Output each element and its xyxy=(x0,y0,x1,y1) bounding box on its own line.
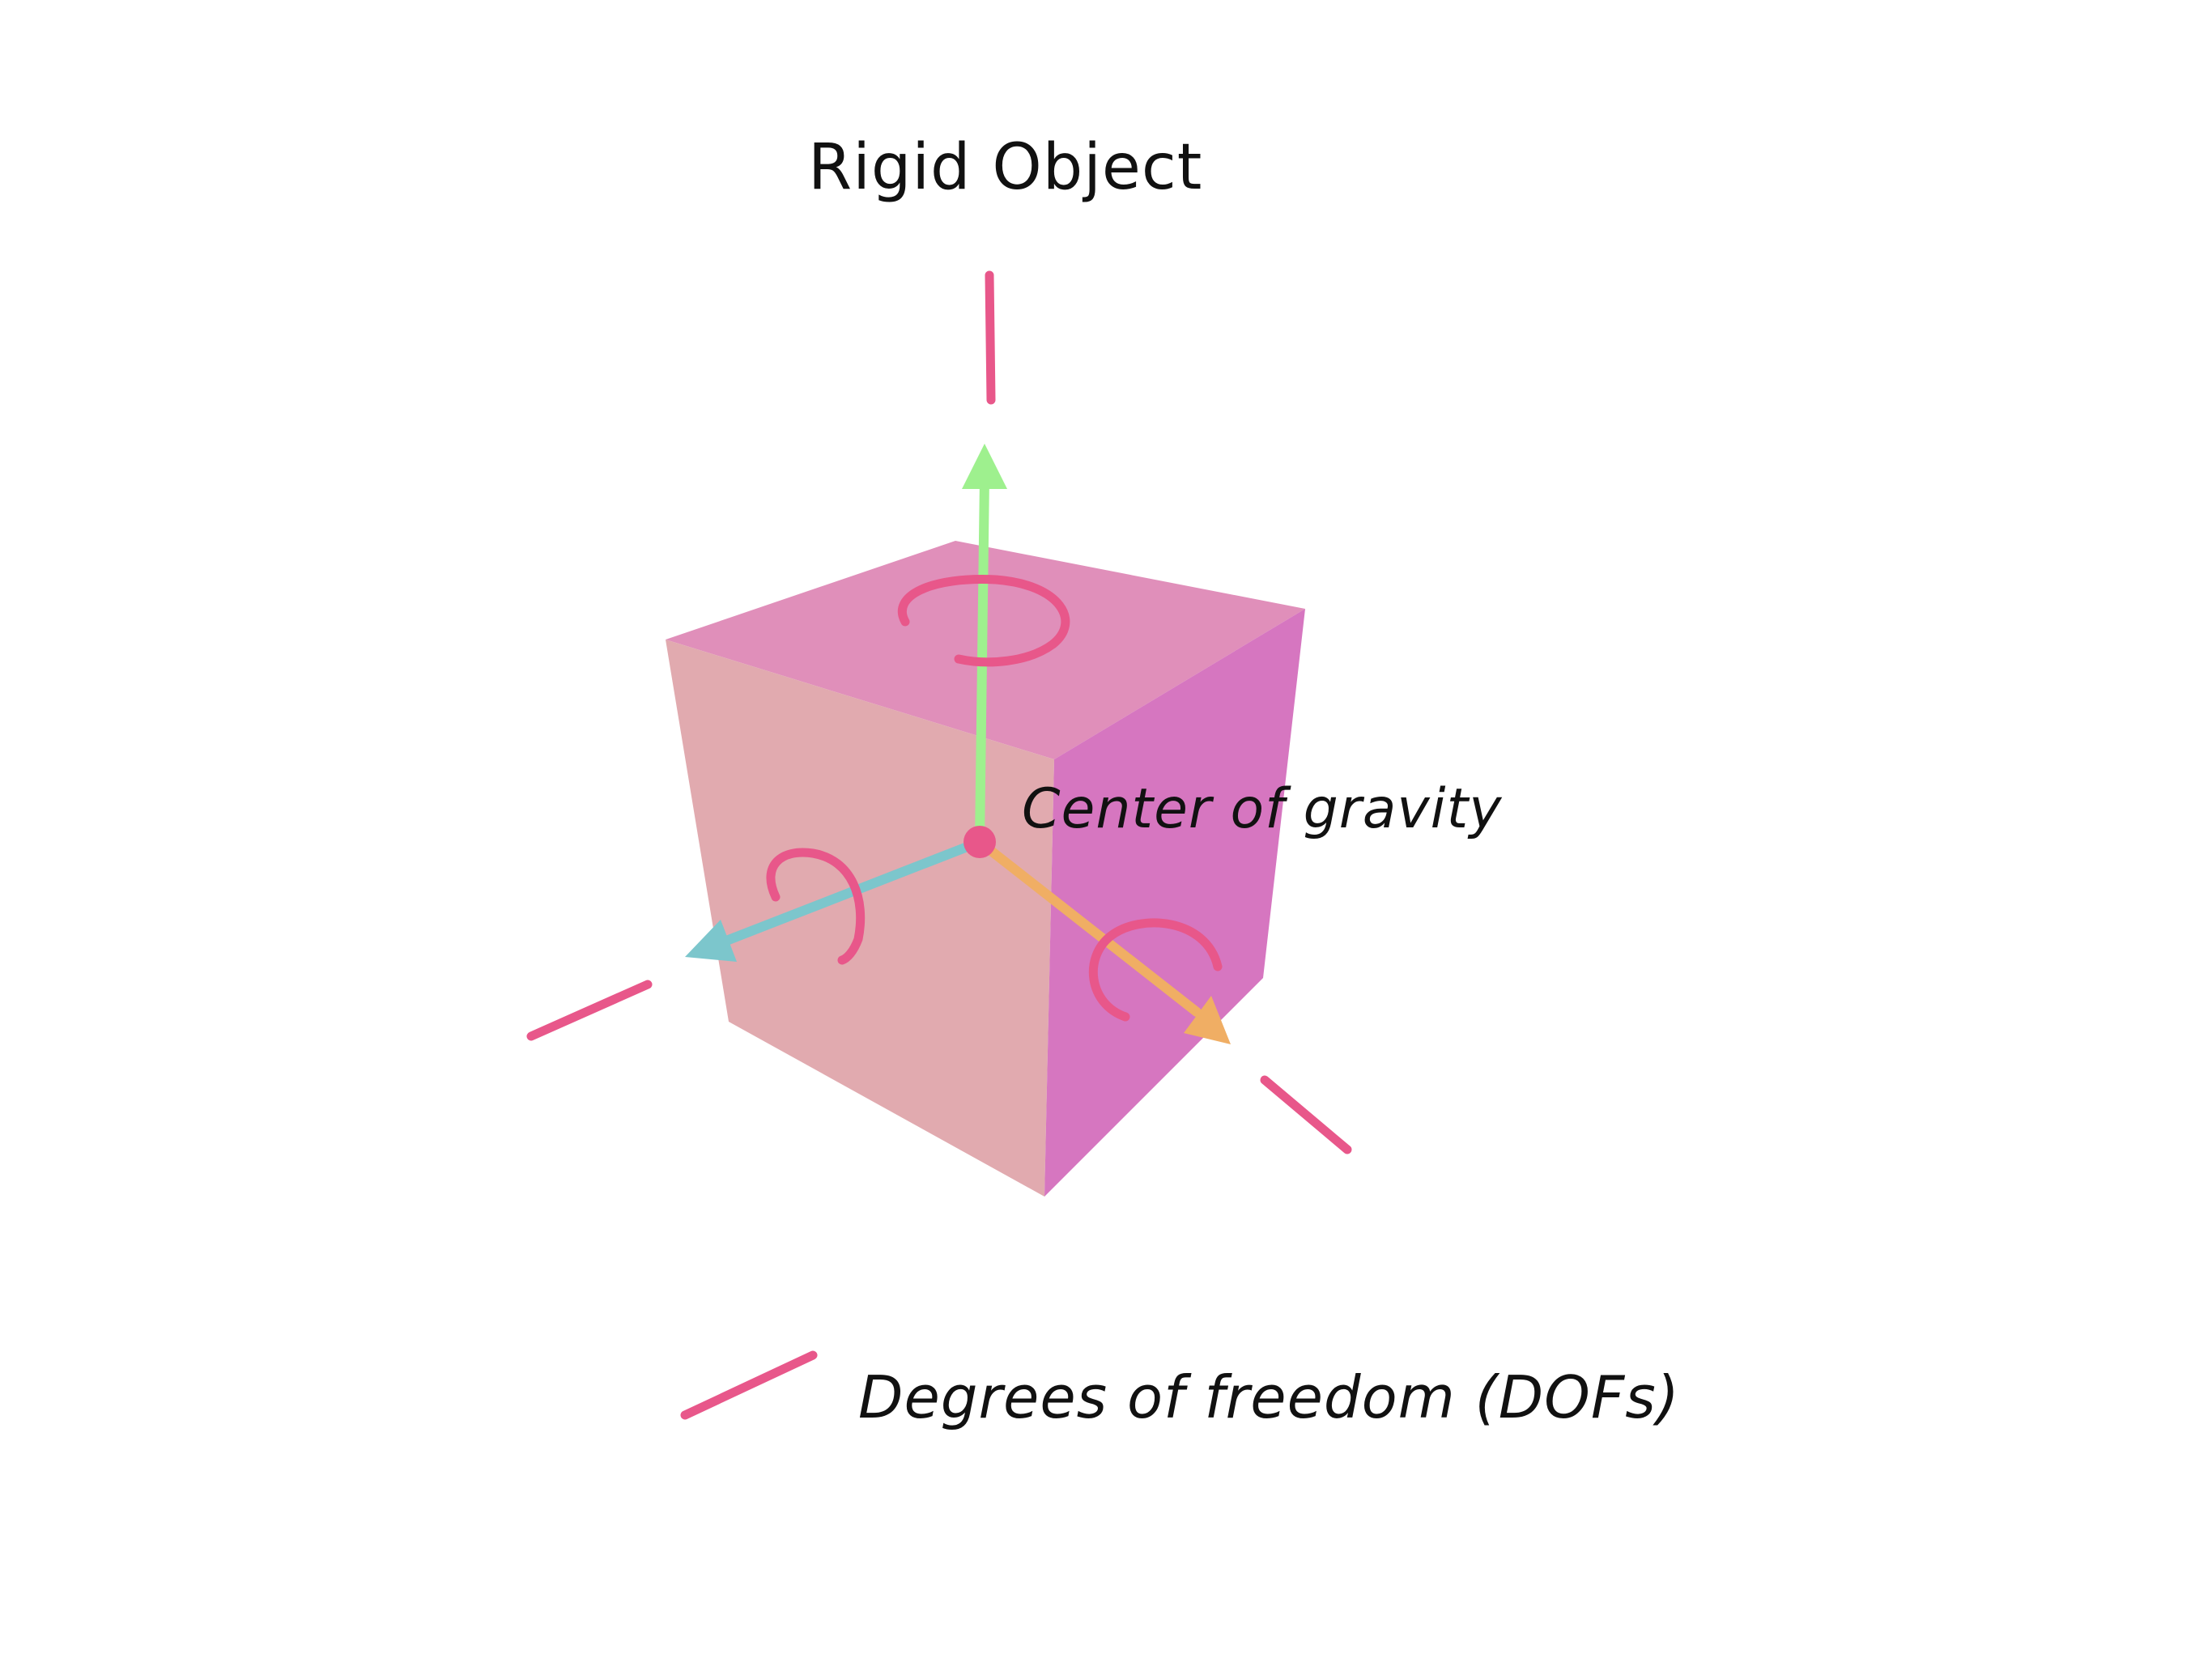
legend-label: Degrees of freedom (DOFs) xyxy=(858,1363,1680,1431)
dof-arrow-left-icon xyxy=(526,980,653,1041)
rotation-arrow-y-icon xyxy=(897,575,1070,667)
rotation-arrow-z-icon xyxy=(1088,918,1223,1022)
center-of-gravity-point xyxy=(963,826,996,858)
translation-arrows xyxy=(526,270,1352,1154)
z-axis-arrowhead xyxy=(1184,996,1231,1044)
legend-double-arrow-icon xyxy=(680,1350,818,1420)
rotation-arrow-x-icon xyxy=(766,848,866,965)
dof-arrow-right-icon xyxy=(1260,1075,1352,1154)
x-axis-arrowhead xyxy=(685,920,737,962)
cube-right-face xyxy=(1044,609,1305,1197)
diagram-title: Rigid Object xyxy=(808,131,1203,204)
y-axis-arrowhead xyxy=(962,444,1007,489)
cube xyxy=(666,541,1305,1197)
x-axis xyxy=(717,837,985,947)
center-of-gravity-label: Center of gravity xyxy=(1022,777,1503,841)
dof-arrow-vertical-icon xyxy=(985,270,996,405)
z-axis xyxy=(975,837,1202,1017)
rotation-arrows xyxy=(766,575,1223,1022)
